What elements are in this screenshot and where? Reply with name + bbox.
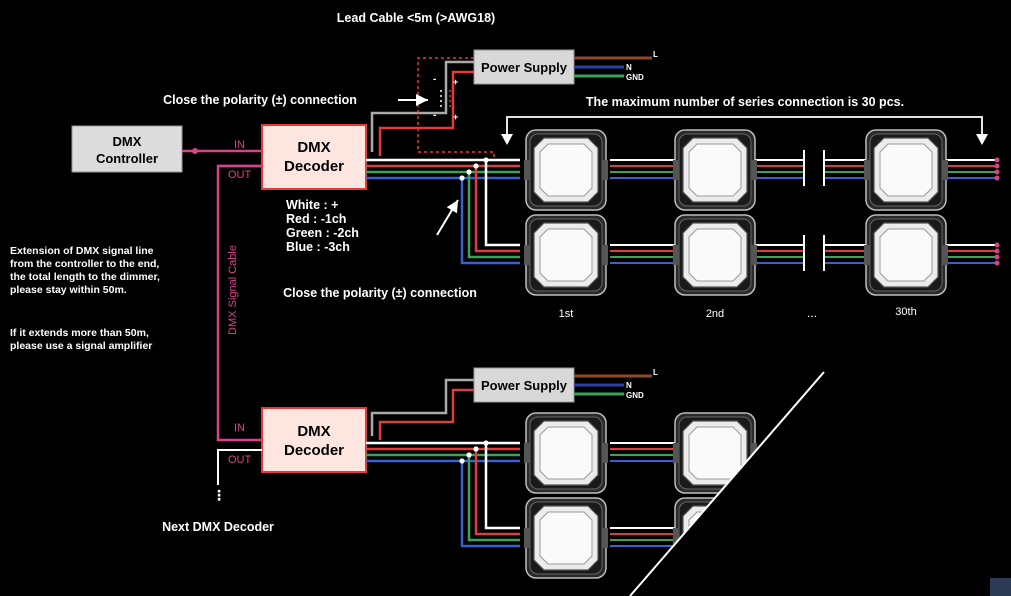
extension-note-line: the total length to the dimmer,: [10, 271, 160, 283]
continuation-dots: ⋮: [212, 487, 226, 503]
channel-blue: Blue : -3ch: [286, 240, 350, 254]
dmx-decoder-2: [261, 407, 367, 473]
decoder2-in-label: IN: [234, 422, 245, 434]
lead-cable-label: Lead Cable <5m (>AWG18): [337, 11, 495, 25]
dmx-controller-box: [71, 125, 183, 173]
psu-negative-wire: [370, 60, 474, 152]
controller-line1: DMX: [113, 134, 142, 149]
cutoff-mask: [630, 372, 1011, 596]
mains-gnd-label: GND: [626, 73, 644, 82]
led-module-r2-1: [523, 214, 609, 296]
max-series-note: The maximum number of series connection …: [586, 95, 904, 109]
decoder1-output-bundle: [366, 157, 520, 265]
controller-line2: Controller: [96, 151, 158, 166]
extension-note-line: from the controller to the end,: [10, 258, 160, 270]
psu-minus-sign-2: -: [433, 110, 436, 121]
mains-n-label-2: N: [626, 381, 632, 390]
amplifier-note: If it extends more than 50m, please use …: [10, 327, 152, 353]
extension-note-line: please stay within 50m.: [10, 284, 127, 296]
dmx-decoder-1: [261, 124, 367, 190]
power-supply-box-2: [473, 367, 575, 403]
decoder2-line2: Decoder: [284, 442, 344, 459]
lead-cable-dashed: [417, 57, 495, 157]
psu-plus-sign-2: +: [453, 112, 458, 122]
led-module-r2-2: [672, 214, 758, 296]
polarity-note-bottom: Close the polarity (±) connection: [283, 286, 477, 300]
channel-white: White : +: [286, 198, 338, 212]
module-label-30th: 30th: [895, 306, 916, 318]
mains-l-label-2: L: [653, 368, 658, 377]
module-label-ellipsis: ...: [807, 306, 817, 320]
decoder1-in-label: IN: [234, 139, 245, 151]
led-module-r2-30: [863, 214, 949, 296]
polarity-note-top: Close the polarity (±) connection: [163, 93, 357, 107]
channel-red: Red : -1ch: [286, 212, 346, 226]
extension-note-line: Extension of DMX signal line: [10, 245, 154, 257]
psu-minus-sign: -: [433, 74, 436, 85]
decoder1-out-label: OUT: [228, 169, 252, 181]
channel-green: Green : -2ch: [286, 226, 359, 240]
led-module-b1-1: [523, 412, 609, 494]
led-module-r1-30: [863, 129, 949, 211]
psu-plus-sign: +: [453, 77, 458, 87]
module-label-1st: 1st: [559, 308, 574, 320]
polarity-arrow-bottom: [436, 199, 459, 236]
decoder1-line1: DMX: [297, 139, 330, 156]
mains-gnd-label-2: GND: [626, 391, 644, 400]
decoder2-out-label: OUT: [228, 454, 252, 466]
signal-cable: [216, 164, 262, 442]
extension-note: Extension of DMX signal line from the co…: [10, 245, 160, 297]
led-module-b2-1: [523, 497, 609, 579]
next-decoder-label: Next DMX Decoder: [162, 520, 274, 534]
amplifier-note-line: please use a signal amplifier: [10, 340, 153, 352]
module-label-2nd: 2nd: [706, 308, 724, 320]
cutoff-line: [629, 371, 825, 596]
series-bracket: [506, 116, 983, 142]
led-module-r1-2: [672, 129, 758, 211]
amplifier-note-line: If it extends more than 50m,: [10, 327, 149, 339]
decoder1-line2: Decoder: [284, 158, 344, 175]
led-module-r1-1: [523, 129, 609, 211]
power-supply-box: [473, 49, 575, 85]
mains-n-label: N: [626, 63, 632, 72]
decoder2-line1: DMX: [297, 423, 330, 440]
power-supply-label: Power Supply: [481, 60, 568, 75]
psu-positive-wire: [378, 70, 474, 156]
signal-cable-label: DMX Signal Cable: [227, 245, 239, 335]
corner-widget: [990, 578, 1011, 596]
mains-l-label: L: [653, 50, 658, 59]
power-supply-label-2: Power Supply: [481, 378, 568, 393]
